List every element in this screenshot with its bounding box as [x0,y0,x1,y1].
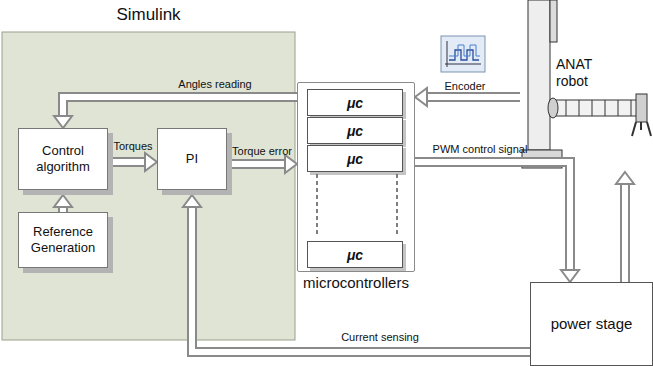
signal-arrow [54,97,297,128]
arrow-outline [415,162,570,270]
arrow-head [54,116,72,128]
signal-arrow [616,172,634,282]
box-label: μc [314,94,396,111]
microcontroller-box: μc [307,241,403,268]
box-label: Reference Generation [25,224,101,255]
microcontroller-group: microcontrollersμcμcμcμc [297,82,415,272]
text-holder: μc [308,122,402,139]
signal-label: Encoder [445,80,486,93]
power-stage-box: power stage [530,282,653,366]
arm-segment-line [618,100,619,116]
text-holder: μc [308,94,402,111]
text-holder: PI [158,151,226,167]
signal-arrow [54,195,72,212]
arrow-head [54,195,72,207]
panel-fill [2,32,295,340]
arm-segment-line [579,100,580,116]
arrow-head [183,195,201,207]
arrow-body [63,97,297,116]
microcontroller-box: μc [307,145,403,172]
box-label: μc [314,122,396,139]
arrow-body [232,161,285,167]
signal-label: Torque error [232,145,292,158]
text-holder: Control algorithm [19,143,107,174]
signal-label: PWM control signal [433,143,528,156]
robot: ANAT robot [520,0,653,172]
text-holder: μc [308,246,402,263]
robot-column-step [550,0,557,42]
microcontroller-box: μc [307,89,403,116]
robot-gripper [632,122,651,136]
node-heading: ANAT robot [556,56,616,90]
arrow-head [285,155,297,173]
microcontroller-box: μc [307,117,403,144]
box-label: Control algorithm [25,143,101,174]
arm-segment-line [566,100,567,116]
signal-arrow [113,153,157,171]
text-holder: μc [308,150,402,167]
icon-axes [445,41,481,67]
arrow-head [561,270,579,282]
dashed-line [316,174,318,234]
text-holder: Reference Generation [19,224,107,255]
arrow-outline [427,92,520,102]
arrow-body [622,184,628,282]
arrow-head [415,88,427,106]
node-heading: Simulink [2,5,295,25]
ellipsis-dashes [317,174,397,234]
arrow-head [616,172,634,184]
process-box: Control algorithm [18,128,108,190]
arm-segment-line [631,100,632,116]
process-box: PI [157,128,227,190]
box-label: μc [314,150,396,167]
box-label: PI [164,151,220,167]
box-label: power stage [537,315,646,333]
robot-illustration [522,0,651,168]
arrow-body [427,94,520,100]
text-holder: power stage [531,315,652,333]
signal-arrow [415,162,579,282]
robot-arm [550,100,638,116]
node-heading: microcontrollers [303,274,409,292]
arrow-outline [620,184,630,282]
arrow-body [415,162,570,270]
square-wave [449,50,479,60]
signal-label: Torques [113,140,152,153]
arrow-outline [63,97,297,116]
signal-label: Angles reading [178,78,251,91]
robot-column [528,0,550,150]
icon-frame [441,36,485,72]
arm-segments [566,100,631,116]
arrow-body [113,159,145,165]
dashed-line [396,174,398,234]
robot-joint [548,98,558,118]
box-label: μc [314,246,396,263]
signal-arrow [232,155,297,173]
arrow-outline [113,157,145,167]
arrow-outline [232,159,285,169]
encoder-signal-icon [441,36,485,72]
arrow-head [145,153,157,171]
arm-segment-line [592,100,593,116]
arm-segment-line [605,100,606,116]
robot-wrist [636,94,647,122]
signal-label: Current sensing [341,331,419,344]
square-wave [449,45,480,56]
process-box: Reference Generation [18,212,108,268]
